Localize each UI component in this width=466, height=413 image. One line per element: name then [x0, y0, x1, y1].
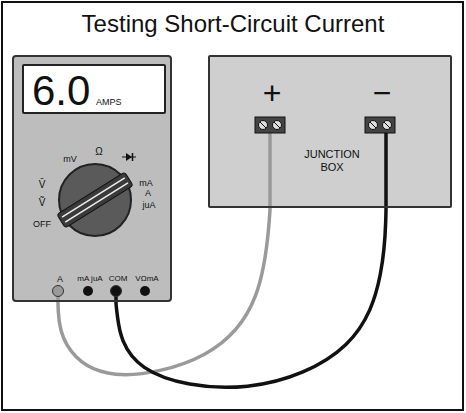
junction-box: + − JUNCTION BOX: [208, 55, 452, 208]
multimeter-body: ΩmVV̄ṼOFFmAAjuAAmA juACOMVΩmA6.0AMPS: [12, 55, 172, 302]
diagram-title: Testing Short-Circuit Current: [0, 12, 466, 36]
probe-lead: [268, 129, 272, 206]
probe-plug: [53, 286, 64, 297]
probe-plug: [111, 286, 122, 297]
probe-lead: [384, 129, 388, 206]
input-jack: [111, 286, 121, 296]
jack-label: A: [57, 275, 63, 284]
diode-symbol: [122, 153, 136, 161]
jack-label: VΩmA: [135, 275, 158, 283]
dial-label: Ω: [95, 147, 102, 157]
junction-box-parts: [210, 57, 450, 206]
jack-label: mA juA: [77, 275, 102, 283]
dial-label: A: [145, 189, 151, 198]
frame-border: [2, 2, 463, 410]
dial-label: V̄: [39, 180, 46, 190]
terminal-block: [365, 117, 395, 133]
dial-label: mA: [139, 179, 153, 188]
terminal-block: [255, 117, 285, 133]
input-jack: [83, 286, 93, 296]
box-label: JUNCTION BOX: [292, 148, 372, 174]
terminal-sign: +: [263, 77, 282, 109]
dial-knob: [57, 172, 133, 228]
unit-label: AMPS: [96, 98, 122, 107]
dial-label: mV: [63, 155, 77, 164]
terminal-sign: −: [373, 77, 392, 109]
jack-label: COM: [109, 275, 128, 283]
dial-label: OFF: [33, 220, 51, 229]
dial-label: Ṽ: [39, 198, 46, 208]
multimeter-display: 6.0AMPS: [22, 64, 166, 114]
input-jack: [53, 286, 63, 296]
dial-label: juA: [142, 201, 155, 210]
input-jack: [140, 286, 150, 296]
current-reading: 6.0: [32, 70, 90, 112]
